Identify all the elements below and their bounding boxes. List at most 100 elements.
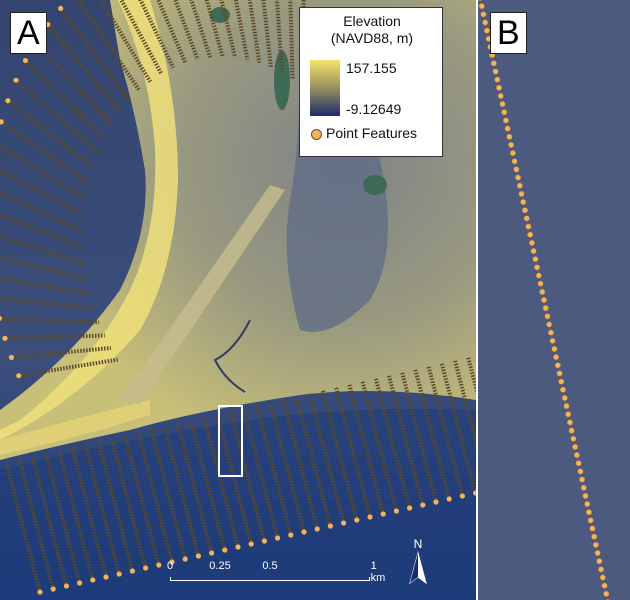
point-feature [480, 11, 487, 18]
point-feature [483, 27, 490, 34]
transect-endpoint [275, 535, 281, 541]
point-feature [598, 566, 605, 573]
transect-endpoint [16, 373, 22, 379]
point-feature [558, 378, 565, 385]
point-feature [563, 403, 570, 410]
point-feature [499, 101, 506, 108]
point-feature [565, 411, 572, 418]
point-feature [561, 394, 568, 401]
point-feature [482, 19, 489, 26]
scale-tick-025: 0.25 [209, 560, 231, 572]
transect-endpoint [459, 493, 465, 499]
beach-strip [0, 0, 178, 440]
elevation-color-ramp [310, 60, 340, 116]
point-feature [509, 150, 516, 157]
transect-line [320, 389, 359, 521]
panel-label-b: B [490, 12, 527, 54]
transect-line [0, 167, 85, 217]
point-feature [570, 435, 577, 442]
point-feature [559, 386, 567, 393]
point-feature-swatch [311, 129, 322, 140]
transect-endpoint [407, 505, 413, 511]
transect-endpoint [327, 523, 333, 529]
point-feature [511, 158, 518, 165]
scale-bar-line [170, 577, 370, 581]
transect-line [76, 0, 142, 92]
point-feature [589, 525, 596, 532]
point-feature [582, 492, 589, 499]
transect-lines [0, 0, 476, 595]
transect-endpoint [235, 544, 241, 550]
transect-endpoint [182, 556, 188, 562]
transect-line [30, 455, 69, 587]
transect-endpoint [5, 98, 11, 104]
north-label: N [413, 537, 423, 551]
point-feature [478, 3, 485, 10]
transect-line [34, 40, 114, 127]
transect-line [0, 143, 87, 201]
point-feature [508, 141, 515, 148]
point-feature [577, 468, 584, 475]
deep-water [0, 408, 476, 600]
transect-line [268, 401, 306, 533]
highlight-box [218, 405, 243, 477]
point-feature [513, 166, 520, 173]
point-feature [497, 92, 504, 99]
transect-endpoint [37, 589, 43, 595]
transect-line [413, 368, 452, 500]
transect-line [373, 377, 412, 509]
transect-endpoint [77, 580, 83, 586]
legend-title: Elevation (NAVD88, m) [300, 13, 444, 47]
point-feature [551, 345, 558, 353]
point-feature [566, 419, 573, 426]
transect-line [281, 398, 320, 530]
transect-line [24, 59, 107, 140]
point-feature [573, 452, 580, 459]
transect-endpoint [222, 547, 228, 553]
transect-line [188, 419, 227, 551]
transect-endpoint [90, 577, 96, 583]
water-background-b [478, 0, 630, 600]
transect-endpoint [288, 532, 294, 538]
point-feature [601, 582, 608, 589]
point-feature [599, 574, 606, 581]
point-feature [528, 239, 535, 246]
transect-line [0, 190, 84, 233]
point-feature [544, 313, 551, 320]
point-feature [539, 288, 546, 295]
transect-line [6, 99, 95, 170]
transect-line [202, 416, 240, 548]
transect-line [119, 0, 164, 76]
transect-endpoint [0, 119, 4, 125]
transect-line [228, 410, 267, 542]
transect-line [162, 425, 201, 557]
transect-endpoint [129, 568, 135, 574]
transect-line [439, 362, 476, 494]
transect-line [261, 0, 273, 68]
transect-line [247, 0, 262, 64]
point-feature [490, 60, 497, 67]
transect-endpoint [156, 562, 162, 568]
transect-line [43, 452, 82, 584]
transect-line [109, 437, 148, 569]
scale-tick-05: 0.5 [262, 560, 278, 572]
transect-line [219, 0, 238, 58]
map-legend: Elevation (NAVD88, m) 157.155 -9.12649 P… [299, 7, 443, 157]
scale-bar: 0 0.25 0.5 1 km [160, 560, 390, 590]
point-feature [537, 280, 544, 287]
point-feature [549, 337, 556, 344]
transect-endpoint [393, 508, 399, 514]
point-feature [587, 517, 594, 524]
panel-b-zoom [478, 0, 630, 600]
point-feature [556, 370, 563, 377]
transect-line [0, 213, 84, 249]
panel-label-a: A [10, 12, 47, 54]
point-feature [579, 476, 586, 483]
point-feature [592, 541, 599, 548]
point-feature [546, 321, 553, 328]
transect-line [46, 23, 122, 114]
point-feature [515, 174, 522, 181]
transect-line [241, 407, 280, 539]
transect-endpoint [341, 520, 347, 526]
transect-line [288, 0, 295, 80]
